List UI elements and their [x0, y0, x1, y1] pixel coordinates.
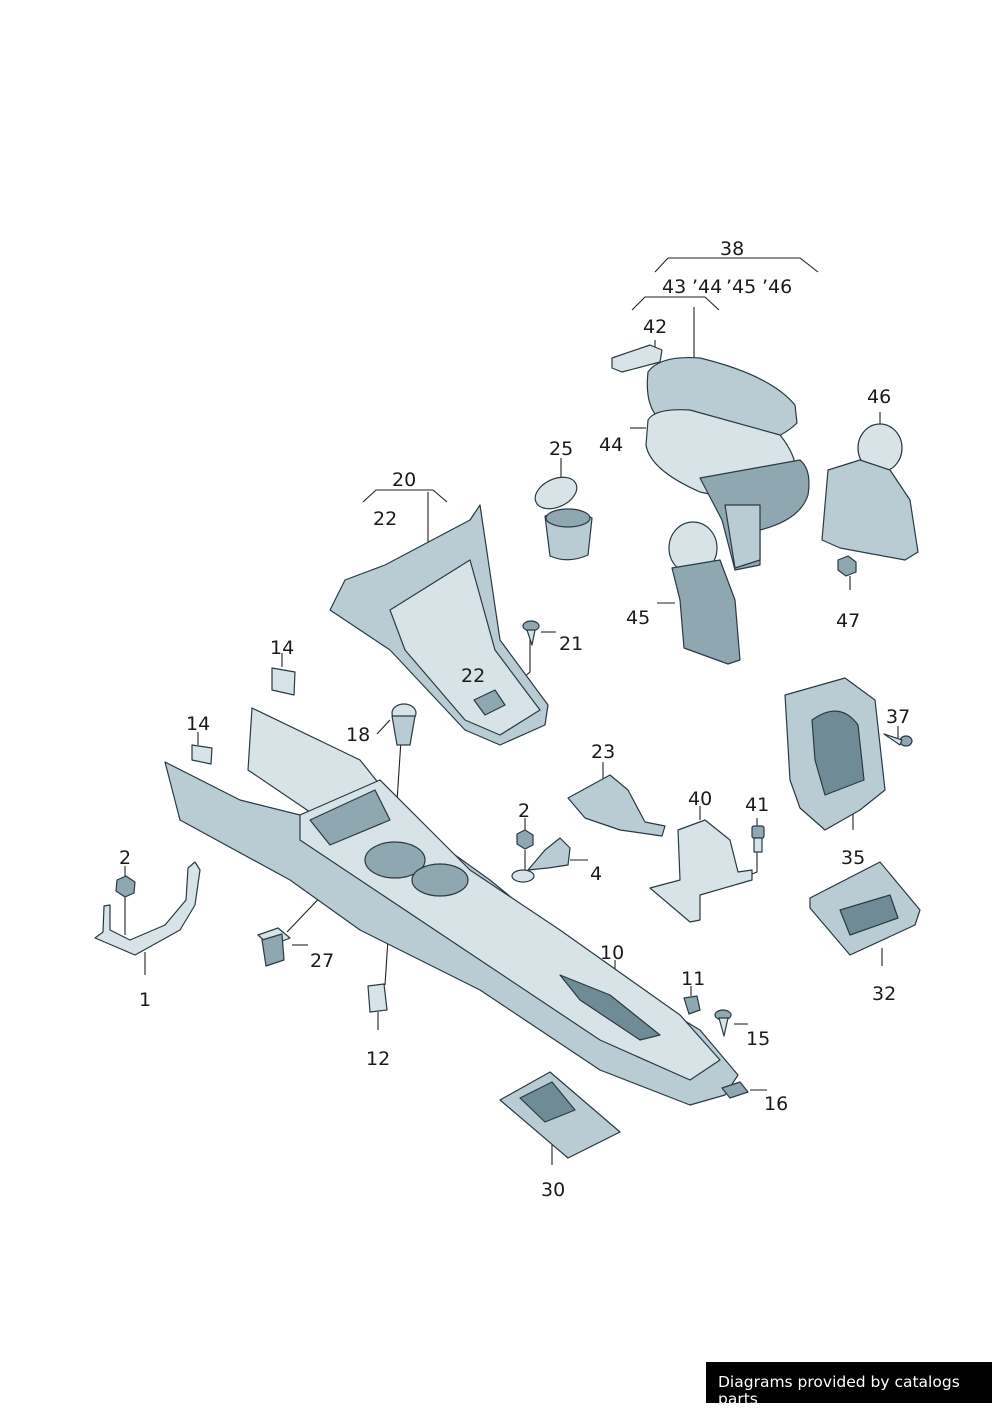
callout-2-right: 2: [518, 800, 530, 822]
callout-14-lower: 14: [186, 713, 210, 735]
callout-25: 25: [549, 438, 573, 460]
part-socket-18: [391, 703, 417, 746]
callout-37: 37: [886, 706, 910, 728]
part-clip-11: [683, 995, 701, 1015]
callout-23: 23: [591, 741, 615, 763]
callout-40: 40: [688, 788, 712, 810]
callout-14-upper: 14: [270, 637, 294, 659]
callout-38: 38: [720, 238, 744, 260]
part-cup-holder-25: [534, 476, 593, 561]
callout-30: 30: [541, 1179, 565, 1201]
callout-22: 22: [461, 665, 485, 687]
part-nut-47: [837, 555, 857, 577]
part-screw-15: [714, 1009, 732, 1037]
callout-16: 16: [764, 1093, 788, 1115]
callout-1: 1: [139, 989, 151, 1011]
part-tray-30: [499, 1071, 621, 1159]
callout-11: 11: [681, 968, 705, 990]
callout-4: 4: [590, 863, 602, 885]
callout-41: 41: [745, 794, 769, 816]
callout-45-group: ’45: [726, 276, 756, 298]
callout-44-group: ’44: [692, 276, 722, 298]
part-clip-12: [367, 983, 388, 1013]
credit-banner: Diagrams provided by catalogs parts: [706, 1362, 992, 1408]
callout-12: 12: [366, 1048, 390, 1070]
callout-32: 32: [872, 983, 896, 1005]
part-main-console-10: [164, 707, 739, 1106]
callout-2-left: 2: [119, 847, 131, 869]
callout-10: 10: [600, 942, 624, 964]
part-tray-32: [809, 861, 921, 956]
callout-21: 21: [559, 633, 583, 655]
callout-15: 15: [746, 1028, 770, 1050]
part-clip-16: [721, 1081, 749, 1099]
part-screw-21: [522, 620, 540, 646]
part-bolt-41: [751, 825, 765, 853]
part-pad-14b: [191, 744, 213, 765]
part-bracket-40: [649, 819, 753, 923]
part-cover-23: [567, 774, 666, 837]
part-pad-14a: [271, 667, 296, 696]
part-storage-35: [784, 677, 886, 831]
part-clip-27: [257, 927, 291, 967]
callout-46-group: ’46: [762, 276, 792, 298]
part-console-front-20: [329, 504, 549, 746]
part-armrest-bracket-45: [668, 521, 741, 665]
callout-20: 20: [392, 469, 416, 491]
part-armrest-side-46: [821, 423, 919, 561]
callout-47: 47: [836, 610, 860, 632]
callout-46: 46: [867, 386, 891, 408]
part-nut-2a: [115, 875, 136, 898]
callout-45: 45: [626, 607, 650, 629]
part-armrest-assembly: [611, 344, 810, 571]
callout-18: 18: [346, 724, 370, 746]
callout-22-top: 22: [373, 508, 397, 530]
part-bracket-4: [511, 829, 571, 883]
part-screw-37: [883, 733, 913, 747]
callout-labels: 38 43 ’44 ’45 ’46 42 44 46 47 45 25 20 2…: [119, 238, 910, 1201]
callout-35: 35: [841, 847, 865, 869]
callout-42: 42: [643, 316, 667, 338]
part-bracket-1: [94, 861, 201, 956]
callout-27: 27: [310, 950, 334, 972]
callout-43: 43: [662, 276, 686, 298]
callout-44: 44: [599, 434, 623, 456]
